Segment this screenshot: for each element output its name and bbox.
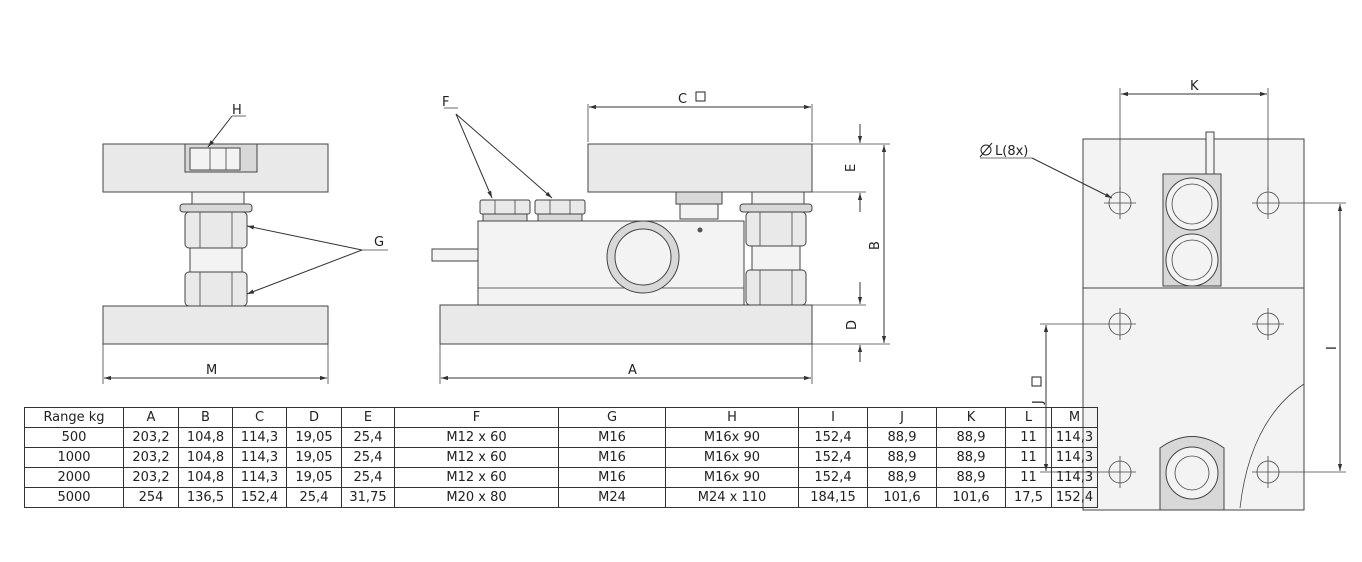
table-header-cell: Range kg bbox=[24, 407, 124, 428]
table-header-cell: K bbox=[936, 407, 1006, 428]
table-cell: 152,4 bbox=[798, 447, 868, 468]
table-row: 500 203,2 104,8 114,3 19,05 25,4 M12 x 6… bbox=[24, 427, 1098, 448]
table-cell: M16 bbox=[558, 427, 666, 448]
table-cell: 88,9 bbox=[936, 467, 1006, 488]
table-cell: M24 bbox=[558, 487, 666, 508]
table-cell: 203,2 bbox=[123, 467, 179, 488]
table-cell: 114,3 bbox=[232, 447, 287, 468]
table-header-row: Range kg A B C D E F G H I J K L M bbox=[24, 407, 1098, 428]
table-cell: 2000 bbox=[24, 467, 124, 488]
table-cell: 25,4 bbox=[286, 487, 342, 508]
table-header-cell: M bbox=[1051, 407, 1098, 428]
table-cell: M16 bbox=[558, 467, 666, 488]
table-cell: 114,3 bbox=[1051, 427, 1098, 448]
table-header-cell: G bbox=[558, 407, 666, 428]
table-cell: 114,3 bbox=[232, 427, 287, 448]
table-cell: M12 x 60 bbox=[394, 447, 559, 468]
table-header-cell: E bbox=[341, 407, 395, 428]
table-header-cell: F bbox=[394, 407, 559, 428]
table-header-cell: A bbox=[123, 407, 179, 428]
dim-label-i: I bbox=[1325, 346, 1340, 350]
table-cell: M16 bbox=[558, 447, 666, 468]
dim-label-k: K bbox=[1190, 79, 1199, 94]
table-cell: M12 x 60 bbox=[394, 427, 559, 448]
dim-label-e: E bbox=[844, 164, 859, 172]
table-header-cell: L bbox=[1005, 407, 1052, 428]
table-cell: 203,2 bbox=[123, 427, 179, 448]
table-header-cell: H bbox=[665, 407, 799, 428]
table-cell: 104,8 bbox=[178, 427, 233, 448]
table-cell: M24 x 110 bbox=[665, 487, 799, 508]
table-cell: 19,05 bbox=[286, 427, 342, 448]
table-cell: 19,05 bbox=[286, 447, 342, 468]
table-cell: 152,4 bbox=[798, 467, 868, 488]
table-cell: 11 bbox=[1005, 427, 1052, 448]
top-view-right: K I J L(8x) bbox=[979, 79, 1346, 511]
table-cell: 114,3 bbox=[232, 467, 287, 488]
table-cell: 11 bbox=[1005, 467, 1052, 488]
side-view-left: M H G bbox=[102, 103, 388, 384]
table-cell: 17,5 bbox=[1005, 487, 1052, 508]
table-cell: 31,75 bbox=[341, 487, 395, 508]
table-cell: M16x 90 bbox=[665, 427, 799, 448]
table-cell: 104,8 bbox=[178, 467, 233, 488]
table-cell: 5000 bbox=[24, 487, 124, 508]
table-cell: 25,4 bbox=[341, 447, 395, 468]
table-header-cell: B bbox=[178, 407, 233, 428]
diameter-icon bbox=[979, 142, 993, 158]
callout-label-h: H bbox=[232, 103, 242, 118]
table-cell: 152,4 bbox=[232, 487, 287, 508]
table-header-cell: I bbox=[798, 407, 868, 428]
dim-label-j: J bbox=[1031, 400, 1046, 405]
table-cell: 104,8 bbox=[178, 447, 233, 468]
table-cell: 88,9 bbox=[867, 447, 937, 468]
table-cell: 152,4 bbox=[798, 427, 868, 448]
table-cell: 25,4 bbox=[341, 467, 395, 488]
front-view-center: C A E B D F bbox=[431, 91, 890, 384]
table-cell: 1000 bbox=[24, 447, 124, 468]
table-cell: 114,3 bbox=[1051, 467, 1098, 488]
table-row: 2000 203,2 104,8 114,3 19,05 25,4 M12 x … bbox=[24, 467, 1098, 488]
table-cell: 19,05 bbox=[286, 467, 342, 488]
table-cell: M12 x 60 bbox=[394, 467, 559, 488]
callout-label-g: G bbox=[374, 235, 384, 250]
table-header-cell: D bbox=[286, 407, 342, 428]
table-cell: 101,6 bbox=[936, 487, 1006, 508]
table-cell: 101,6 bbox=[867, 487, 937, 508]
table-cell: 114,3 bbox=[1051, 447, 1098, 468]
table-cell: 203,2 bbox=[123, 447, 179, 468]
table-cell: 88,9 bbox=[867, 467, 937, 488]
callout-label-f: F bbox=[442, 95, 449, 110]
table-cell: 88,9 bbox=[867, 427, 937, 448]
spec-table: Range kg A B C D E F G H I J K L M 500 2… bbox=[24, 407, 1098, 508]
table-cell: M20 x 80 bbox=[394, 487, 559, 508]
table-cell: 152,4 bbox=[1051, 487, 1098, 508]
table-cell: 184,15 bbox=[798, 487, 868, 508]
table-cell: 88,9 bbox=[936, 427, 1006, 448]
table-cell: 136,5 bbox=[178, 487, 233, 508]
table-cell: 500 bbox=[24, 427, 124, 448]
table-cell: M16x 90 bbox=[665, 447, 799, 468]
dim-label-a: A bbox=[628, 363, 637, 378]
table-row: 1000 203,2 104,8 114,3 19,05 25,4 M12 x … bbox=[24, 447, 1098, 468]
table-cell: 11 bbox=[1005, 447, 1052, 468]
table-cell: M16x 90 bbox=[665, 467, 799, 488]
table-header-cell: C bbox=[232, 407, 287, 428]
table-cell: 88,9 bbox=[936, 447, 1006, 468]
table-row: 5000 254 136,5 152,4 25,4 31,75 M20 x 80… bbox=[24, 487, 1098, 508]
table-cell: 25,4 bbox=[341, 427, 395, 448]
dim-label-m: M bbox=[206, 363, 217, 378]
table-cell: 254 bbox=[123, 487, 179, 508]
dim-label-l: L(8x) bbox=[995, 144, 1028, 159]
dim-label-b: B bbox=[868, 241, 883, 250]
table-header-cell: J bbox=[867, 407, 937, 428]
dim-label-c: C bbox=[678, 92, 687, 107]
dim-label-d: D bbox=[845, 320, 860, 330]
